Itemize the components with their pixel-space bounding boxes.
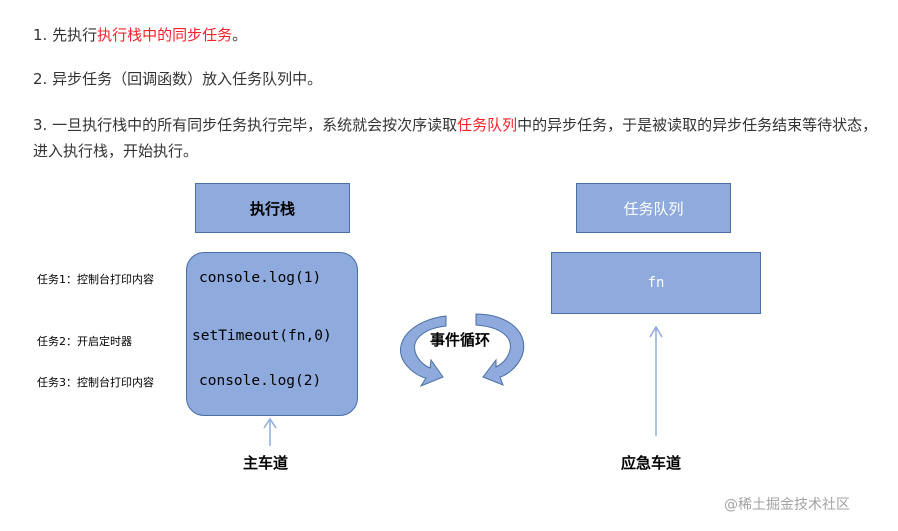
task-label-3: 任务3：控制台打印内容 bbox=[37, 376, 154, 389]
task-queue-title-box: 任务队列 bbox=[576, 183, 731, 233]
queue-item-fn: fn bbox=[647, 275, 665, 291]
step-2-text: 2. 异步任务（回调函数）放入任务队列中。 bbox=[33, 70, 323, 88]
stack-item-2: setTimeout(fn,0) bbox=[192, 328, 332, 344]
emergency-road-label: 应急车道 bbox=[621, 454, 682, 472]
highlight-exec-stack-sync: 执行栈中的同步任务 bbox=[97, 26, 233, 44]
execution-stack-title-box: 执行栈 bbox=[195, 183, 350, 233]
stack-item-1: console.log(1) bbox=[199, 270, 322, 286]
execution-stack-box bbox=[186, 252, 358, 416]
task-queue-title: 任务队列 bbox=[623, 199, 684, 218]
task-queue-box: fn bbox=[551, 252, 761, 314]
main-road-label: 主车道 bbox=[243, 454, 289, 472]
event-loop-left-arrow bbox=[400, 315, 447, 388]
task-label-2: 任务2：开启定时器 bbox=[37, 335, 132, 348]
stack-item-3: console.log(2) bbox=[199, 373, 322, 389]
highlight-task-queue: 任务队列 bbox=[457, 116, 518, 134]
execution-stack-title: 执行栈 bbox=[249, 199, 295, 218]
watermark: @稀土掘金技术社区 bbox=[724, 497, 850, 513]
step-3-text: 3. 一旦执行栈中的所有同步任务执行完毕，系统就会按次序读取任务队列中的异步任务… bbox=[33, 116, 878, 160]
event-loop-label: 事件循环 bbox=[430, 331, 491, 349]
step-1-text: 1. 先执行执行栈中的同步任务。 bbox=[33, 26, 248, 44]
event-loop-right-arrow bbox=[475, 313, 525, 386]
task-label-1: 任务1：控制台打印内容 bbox=[37, 273, 154, 286]
